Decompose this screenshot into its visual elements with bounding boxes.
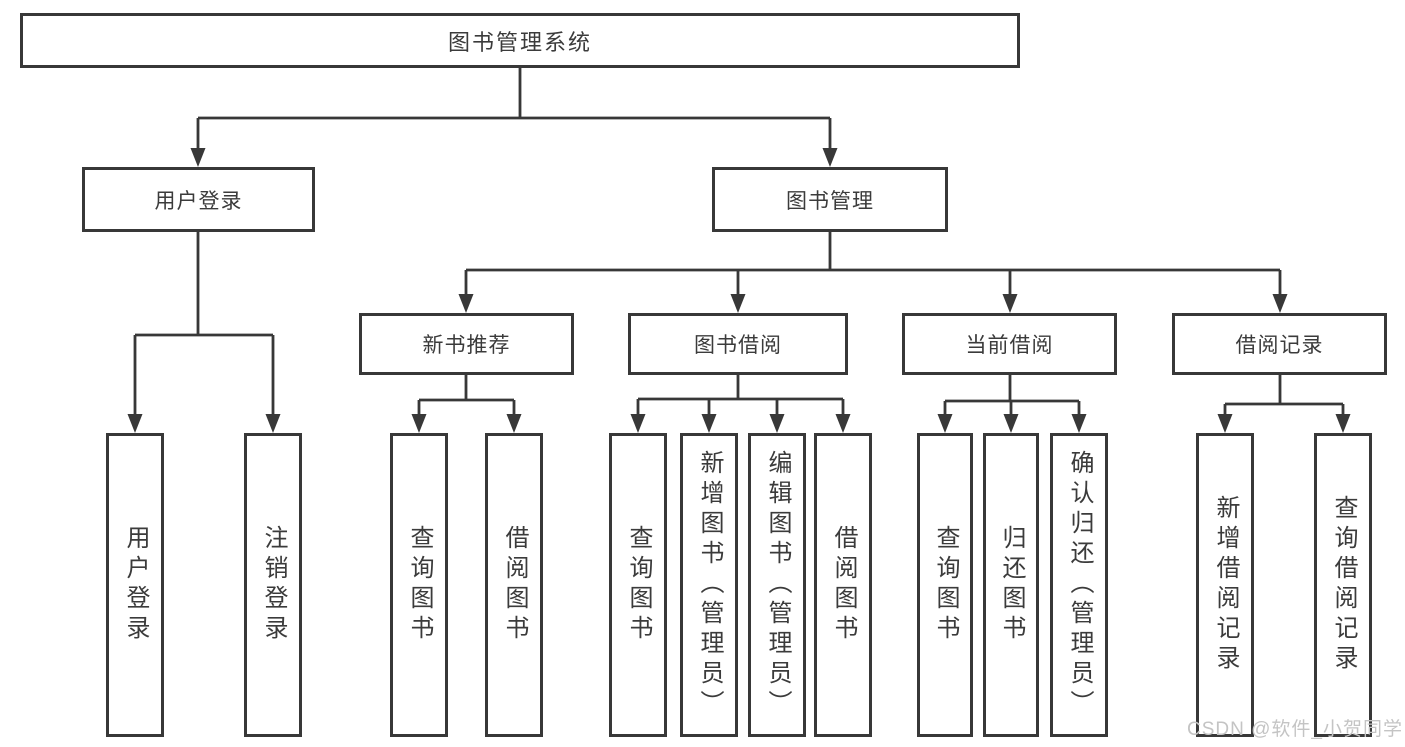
leaf-add-book-admin: 新增图书（管理员） bbox=[680, 433, 738, 737]
leaf-confirm-return-admin: 确认归还（管理员） bbox=[1050, 433, 1108, 737]
arrow-down-icon bbox=[265, 414, 281, 433]
arrow-down-icon bbox=[1071, 414, 1087, 433]
leaf-query-borrow-record: 查询借阅记录 bbox=[1314, 433, 1372, 737]
arrow-down-icon bbox=[937, 414, 953, 433]
arrow-down-icon bbox=[1003, 414, 1019, 433]
node-current-borrow: 当前借阅 bbox=[902, 313, 1117, 375]
connector-borrow-records bbox=[1223, 375, 1345, 416]
arrow-down-icon bbox=[630, 414, 646, 433]
leaf-query-books-borrow: 查询图书 bbox=[609, 433, 667, 737]
arrow-down-icon bbox=[769, 414, 785, 433]
leaf-add-borrow-record: 新增借阅记录 bbox=[1196, 433, 1254, 737]
arrow-down-icon bbox=[411, 414, 427, 433]
node-book-management: 图书管理 bbox=[712, 167, 948, 232]
arrow-down-icon bbox=[458, 294, 474, 313]
arrow-down-icon bbox=[701, 414, 717, 433]
arrow-down-icon bbox=[506, 414, 522, 433]
connector-current-borrow bbox=[943, 375, 1081, 416]
connector-root bbox=[196, 68, 832, 150]
node-borrow-records: 借阅记录 bbox=[1172, 313, 1387, 375]
leaf-borrow-books-recommend: 借阅图书 bbox=[485, 433, 543, 737]
arrow-down-icon bbox=[835, 414, 851, 433]
leaf-query-books-recommend: 查询图书 bbox=[390, 433, 448, 737]
node-library-management-system: 图书管理系统 bbox=[20, 13, 1020, 68]
leaf-borrow-books: 借阅图书 bbox=[814, 433, 872, 737]
arrow-down-icon bbox=[1002, 294, 1018, 313]
connector-user-login bbox=[133, 232, 275, 416]
node-new-book-recommend: 新书推荐 bbox=[359, 313, 574, 375]
csdn-watermark: CSDN @软件_小贺同学 bbox=[1187, 719, 1403, 740]
leaf-query-books-current: 查询图书 bbox=[917, 433, 973, 737]
connector-book-management bbox=[464, 232, 1282, 296]
leaf-return-book: 归还图书 bbox=[983, 433, 1039, 737]
arrow-down-icon bbox=[190, 148, 206, 167]
arrow-down-icon bbox=[1217, 414, 1233, 433]
arrow-down-icon bbox=[730, 294, 746, 313]
connector-new-book bbox=[417, 375, 516, 416]
connector-book-borrow bbox=[636, 375, 845, 416]
arrow-down-icon bbox=[1335, 414, 1351, 433]
arrow-down-icon bbox=[1272, 294, 1288, 313]
leaf-user-login: 用户登录 bbox=[106, 433, 164, 737]
node-user-login: 用户登录 bbox=[82, 167, 315, 232]
leaf-logout: 注销登录 bbox=[244, 433, 302, 737]
arrow-down-icon bbox=[127, 414, 143, 433]
leaf-edit-book-admin: 编辑图书（管理员） bbox=[748, 433, 806, 737]
node-book-borrow: 图书借阅 bbox=[628, 313, 848, 375]
arrow-down-icon bbox=[822, 148, 838, 167]
